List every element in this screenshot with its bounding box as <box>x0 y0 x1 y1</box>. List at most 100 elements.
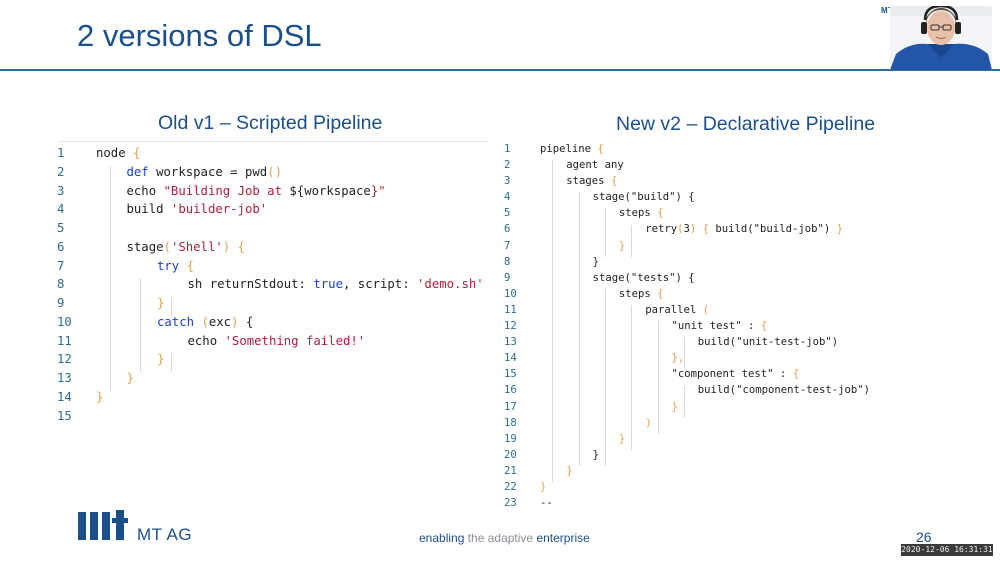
indent-guide <box>631 305 633 450</box>
code-token: { <box>186 258 195 273</box>
line-number: 23 <box>504 497 517 510</box>
tagline-middle: the adaptive <box>464 531 537 545</box>
code-token: } <box>540 480 547 493</box>
mt-ag-logo-icon <box>78 510 134 547</box>
code-token: steps <box>618 287 658 300</box>
code-text: steps { <box>619 286 664 302</box>
code-token: } <box>126 371 134 385</box>
code-token: } <box>671 400 678 413</box>
code-token: { <box>760 320 768 333</box>
code-text: sh returnStdout: true, script: 'demo.sh' <box>188 275 484 294</box>
code-text: } <box>96 388 103 407</box>
code-token: steps <box>618 207 658 220</box>
code-text: steps { <box>619 205 664 221</box>
line-number: 2 <box>504 159 511 172</box>
recording-timestamp: 2020-12-06 16:31:31 <box>901 544 993 556</box>
line-number: 17 <box>504 400 517 413</box>
tagline-enabling: enabling <box>419 531 465 545</box>
code-token: true <box>313 277 343 292</box>
code-token: build("build-job") <box>709 223 837 236</box>
code-token: 'builder-job' <box>170 202 268 217</box>
code-token: ) <box>645 416 652 429</box>
code-token: () <box>267 164 282 179</box>
indent-guide <box>657 321 659 434</box>
line-number: 13 <box>504 336 517 349</box>
left-heading-underline <box>58 141 488 142</box>
code-token: parallel <box>645 303 703 316</box>
code-text: agent any <box>566 157 623 173</box>
code-token: } <box>157 352 165 367</box>
code-token: } <box>157 296 165 310</box>
code-token: "component test" : <box>671 368 793 381</box>
line-number: 12 <box>57 352 72 367</box>
code-token: exc <box>208 314 232 329</box>
code-text: "component test" : { <box>672 366 800 382</box>
code-token: { <box>237 239 245 254</box>
code-token: node <box>96 146 134 160</box>
code-token: { <box>597 143 604 155</box>
code-token: catch <box>157 314 195 329</box>
code-token: , script: <box>342 277 418 292</box>
line-number: 2 <box>57 164 65 179</box>
code-token: pipeline <box>540 143 598 155</box>
line-number: 1 <box>504 143 511 155</box>
line-number: 6 <box>57 239 65 254</box>
slide-title: 2 versions of DSL <box>77 18 322 53</box>
line-number: 18 <box>504 416 517 429</box>
code-token: workspace = pwd <box>148 164 268 179</box>
line-number: 21 <box>504 464 517 477</box>
line-number: 13 <box>57 371 72 385</box>
line-number: 10 <box>57 314 72 329</box>
title-divider <box>0 69 1000 71</box>
code-text: } <box>540 479 546 495</box>
footer-logo-text: MT AG <box>137 525 193 544</box>
code-token: { <box>610 175 618 188</box>
code-token: } <box>618 239 626 252</box>
code-token: echo <box>187 333 225 348</box>
line-number: 11 <box>504 303 517 316</box>
code-text: pipeline { <box>540 141 604 157</box>
line-number: 9 <box>504 271 511 284</box>
left-heading: Old v1 – Scripted Pipeline <box>158 112 383 134</box>
line-number: 10 <box>504 287 517 300</box>
code-token: { <box>133 146 141 160</box>
line-number: 12 <box>504 320 517 333</box>
code-token: 'Something failed!' <box>224 333 366 348</box>
code-token: build <box>126 202 171 217</box>
right-heading: New v2 – Declarative Pipeline <box>616 113 876 135</box>
code-token: 'demo.sh' <box>417 277 484 292</box>
code-text: } <box>566 463 572 479</box>
code-token: }" <box>370 183 386 198</box>
line-number: 4 <box>57 202 65 217</box>
code-token: stage("tests") { <box>592 271 695 284</box>
line-number: 3 <box>504 175 511 188</box>
line-number: 16 <box>504 384 517 397</box>
indent-guide <box>109 165 111 391</box>
line-number: 5 <box>504 207 511 220</box>
code-text: build 'builder-job' <box>127 200 268 219</box>
page-number: 26 <box>916 529 932 545</box>
indent-guide <box>631 224 633 257</box>
presenter-webcam-icon <box>890 6 992 70</box>
line-number: 8 <box>504 255 511 268</box>
code-text: parallel ( <box>645 302 709 318</box>
indent-guide <box>604 288 606 466</box>
indent-guide <box>683 337 685 370</box>
indent-guide <box>140 278 141 372</box>
code-token: ) <box>222 239 231 254</box>
code-text: retry(3) { build("build-job") } <box>645 221 843 237</box>
code-token: try <box>157 258 180 273</box>
line-number: 4 <box>504 191 511 204</box>
code-text: } <box>593 447 599 463</box>
code-token: { <box>238 314 254 329</box>
line-number: 8 <box>57 277 65 292</box>
code-token <box>179 259 186 273</box>
code-text: catch (exc) { <box>157 313 253 332</box>
line-number: 5 <box>57 221 65 235</box>
code-text: } <box>157 350 164 369</box>
code-text: } <box>127 369 134 388</box>
code-token: sh returnStdout: <box>187 277 314 292</box>
code-text: } <box>619 238 625 254</box>
code-token: ( <box>201 314 209 329</box>
code-token: } <box>836 223 843 236</box>
